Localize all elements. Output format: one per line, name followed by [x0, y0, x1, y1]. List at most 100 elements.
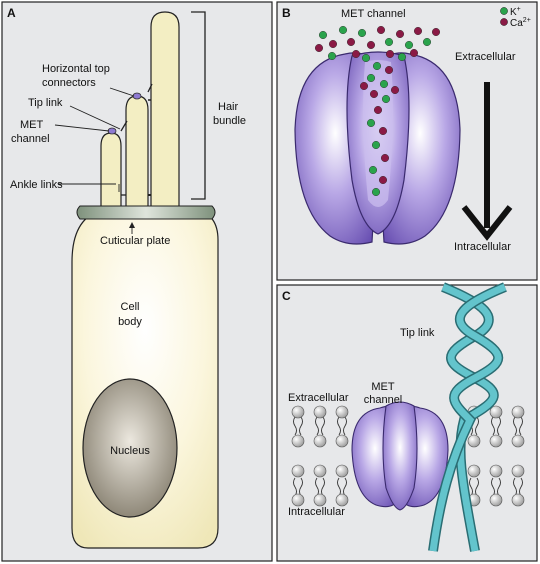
calcium-ion: [370, 89, 379, 98]
lipid-tail: [475, 477, 479, 497]
lipid-head: [511, 405, 525, 419]
lipid-tail: [321, 416, 325, 436]
lipid-head: [313, 405, 327, 419]
leader-met-channel: [54, 124, 110, 132]
label-met-channel-1: MET: [20, 119, 44, 131]
lipid-head: [511, 434, 525, 448]
calcium-ion: [410, 49, 419, 58]
calcium-ion: [381, 153, 390, 162]
label-extracellular-c: Extracellular: [288, 392, 349, 404]
lipid-tail: [343, 477, 347, 497]
potassium-ion: [367, 73, 376, 82]
arrow-down-icon: [461, 205, 513, 241]
tip-link-strand-2: [429, 283, 507, 552]
label-cuticular-plate: Cuticular plate: [100, 235, 170, 247]
lipid-tail: [513, 477, 517, 497]
stereocilium-middle: [125, 95, 149, 211]
lipid-head: [335, 405, 349, 419]
calcium-ion: [379, 175, 388, 184]
potassium-ion: [328, 52, 337, 61]
lipid-tail: [315, 416, 319, 436]
panel-b-title: MET channel: [341, 8, 406, 20]
lipid-tail: [337, 477, 341, 497]
lipid-tail: [343, 416, 347, 436]
arrow-up-icon: [129, 222, 135, 228]
potassium-ion: [373, 62, 382, 71]
label-met-channel-2: channel: [11, 133, 50, 145]
calcium-ion: [329, 40, 338, 49]
calcium-ion: [379, 126, 388, 135]
calcium-ion: [391, 85, 400, 94]
lipid-head: [467, 434, 481, 448]
calcium-ion: [414, 27, 423, 36]
panel-a: A Horizontal top conne: [1, 1, 273, 562]
lipid-head: [511, 464, 525, 478]
lipid-head: [489, 434, 503, 448]
legend-ca-marker: [500, 18, 508, 26]
lipid-tail: [321, 477, 325, 497]
hair-bundle-bracket: [191, 11, 206, 200]
potassium-ion: [362, 54, 371, 63]
stereocilium-tall: [150, 11, 180, 211]
panel-c: C Tip link MET channel Extracellular Int…: [276, 282, 538, 562]
potassium-ion: [385, 38, 394, 47]
label-ankle-links: Ankle links: [10, 179, 63, 191]
calcium-ion: [396, 30, 405, 39]
label-tip-link-c: Tip link: [400, 327, 435, 339]
panel-b-letter: B: [282, 6, 291, 20]
lipid-bilayer: [291, 405, 525, 507]
lipid-tail: [337, 416, 341, 436]
ion-layer: [315, 26, 441, 196]
potassium-ion: [319, 31, 328, 40]
calcium-ion: [432, 28, 441, 37]
lipid-tail: [293, 416, 297, 436]
met-channel-icon: [107, 127, 117, 135]
lipid-head: [511, 493, 525, 507]
lipid-head: [335, 434, 349, 448]
potassium-ion: [372, 140, 381, 149]
potassium-ion: [367, 118, 376, 127]
lipid-tail: [497, 416, 501, 436]
lipid-tail: [299, 477, 303, 497]
lipid-head: [467, 464, 481, 478]
legend-k-marker: [500, 7, 508, 15]
panel-b: B MET channel K+ Ca2+ Extracellular Intr…: [276, 1, 538, 281]
label-hair-bundle-1: Hair: [218, 101, 239, 113]
calcium-ion: [385, 65, 394, 74]
legend-k-label: K+: [510, 6, 521, 18]
lipid-head: [489, 493, 503, 507]
met-channel-icon: [132, 92, 142, 100]
label-cell-body-1: Cell: [121, 301, 140, 313]
lipid-head: [291, 464, 305, 478]
label-tip-link: Tip link: [28, 97, 63, 109]
label-cell-body-2: body: [118, 316, 142, 328]
lipid-tail: [519, 416, 523, 436]
label-intracellular-b: Intracellular: [454, 241, 511, 253]
lipid-head: [291, 493, 305, 507]
lipid-head: [291, 434, 305, 448]
calcium-ion: [374, 105, 383, 114]
label-nucleus: Nucleus: [110, 445, 150, 457]
potassium-ion: [423, 38, 432, 47]
label-hair-bundle-2: bundle: [213, 115, 246, 127]
potassium-ion: [339, 26, 348, 35]
calcium-ion: [377, 26, 386, 35]
lipid-tail: [293, 477, 297, 497]
label-intracellular-c: Intracellular: [288, 506, 345, 518]
label-horizontal-top-1: Horizontal top: [42, 63, 110, 75]
calcium-ion: [352, 50, 361, 59]
lipid-head: [489, 464, 503, 478]
legend-ca-label: Ca2+: [510, 17, 531, 29]
lipid-tail: [475, 416, 479, 436]
potassium-ion: [380, 79, 389, 88]
label-extracellular-b: Extracellular: [455, 51, 516, 63]
lipid-head: [291, 405, 305, 419]
nucleus: [82, 378, 178, 518]
label-met-channel-c-1: MET: [371, 381, 395, 393]
calcium-ion: [386, 50, 395, 59]
channel-pore: [363, 60, 393, 207]
potassium-ion: [358, 29, 367, 38]
label-met-channel-c-2: channel: [364, 394, 403, 406]
tip-link-upper: [147, 83, 153, 93]
